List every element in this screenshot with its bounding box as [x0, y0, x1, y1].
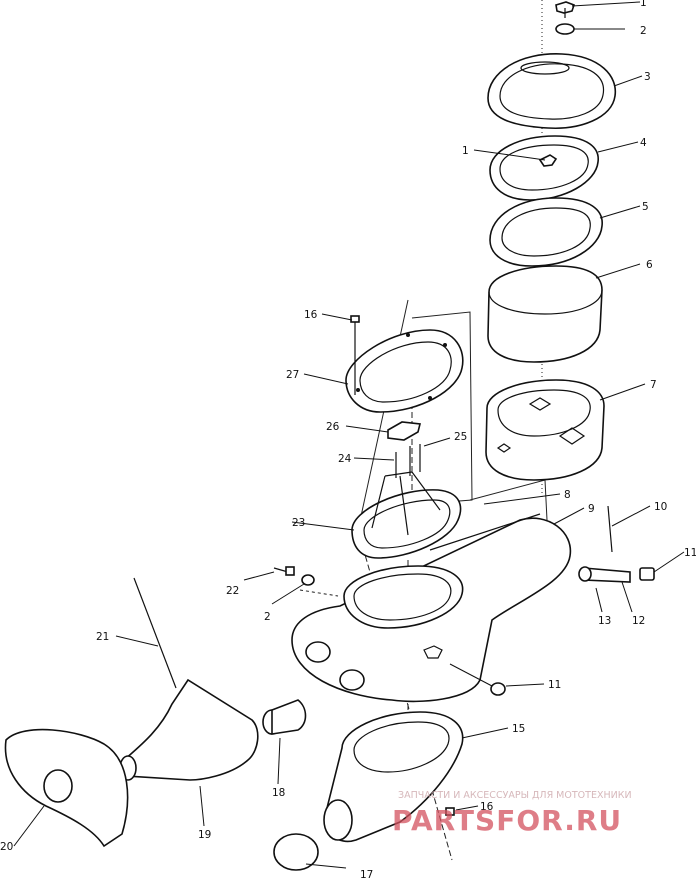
drain-hose [578, 566, 631, 583]
label-11-lower: 11 [548, 679, 561, 691]
rubber-boot [262, 699, 307, 735]
hose-clamp [273, 833, 319, 871]
mounting-gasket [345, 329, 464, 413]
label-17: 17 [360, 869, 373, 879]
screw-10 [607, 505, 613, 553]
watermark-brand: PARTSFOR.RU [392, 804, 622, 837]
watermark-tagline: ЗАПЧАСТИ И АКСЕССУАРЫ ДЛЯ МОТОТЕХНИКИ [398, 790, 632, 801]
screw-22 [273, 566, 295, 576]
label-13: 13 [598, 615, 611, 627]
gasket-upper [489, 135, 599, 201]
label-16-top: 16 [304, 309, 318, 321]
pre-filter [487, 265, 603, 363]
label-21: 21 [96, 631, 109, 643]
label-4: 4 [640, 137, 647, 149]
label-22: 22 [226, 585, 239, 597]
label-1-gasket: 1 [462, 145, 469, 157]
washer-top [555, 23, 575, 35]
lower-air-box [323, 711, 464, 843]
heat-guard [4, 728, 129, 848]
grommet-14 [490, 682, 506, 696]
label-5: 5 [642, 201, 649, 213]
leader-lines [13, 1, 685, 869]
label-26: 26 [326, 421, 340, 433]
bolt-16-bottom [445, 807, 455, 816]
label-6: 6 [646, 259, 653, 271]
label-19: 19 [198, 829, 211, 841]
label-25: 25 [454, 431, 467, 443]
watermark: ЗАПЧАСТИ И АКСЕССУАРЫ ДЛЯ МОТОТЕХНИКИ PA… [392, 790, 632, 837]
label-12: 12 [632, 615, 645, 627]
label-8: 8 [564, 489, 571, 501]
label-7: 7 [650, 379, 657, 391]
label-11-top: 11 [684, 547, 696, 559]
seal-strip [429, 513, 541, 551]
label-16-bottom: 16 [480, 801, 494, 813]
label-27: 27 [286, 369, 299, 381]
wing-nut-top [555, 1, 576, 18]
air-box-cover [487, 53, 617, 129]
label-18: 18 [272, 787, 285, 799]
studs [395, 444, 421, 478]
label-23: 23 [292, 517, 305, 529]
label-9: 9 [588, 503, 595, 515]
intake-duct [119, 678, 259, 781]
bolt-16-top [350, 315, 360, 395]
label-2-lower: 2 [264, 611, 271, 623]
filter-bracket [351, 471, 462, 559]
label-24: 24 [338, 453, 352, 465]
label-10: 10 [654, 501, 667, 513]
label-20: 20 [0, 841, 13, 853]
label-15: 15 [512, 723, 525, 735]
cap-11 [639, 567, 655, 581]
spacer-plate [387, 421, 421, 441]
filter-plate [489, 197, 603, 267]
washer-2 [301, 574, 315, 586]
label-1: 1 [640, 0, 647, 9]
air-box [291, 517, 572, 703]
rod-21 [133, 577, 177, 689]
filter-element [485, 379, 605, 481]
label-2: 2 [640, 25, 647, 37]
label-3: 3 [644, 71, 651, 83]
